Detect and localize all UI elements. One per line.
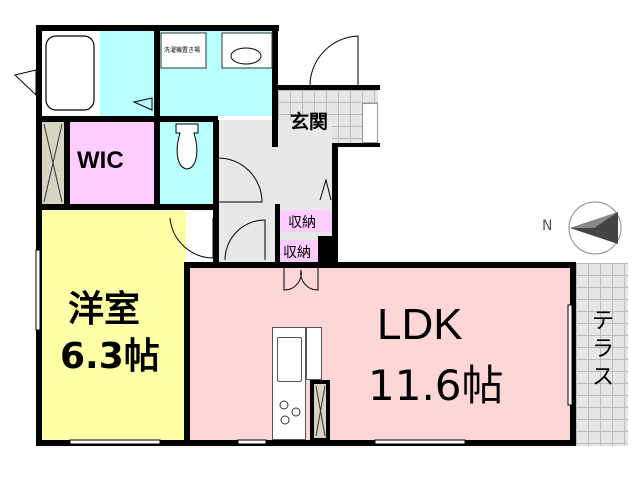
ldk-size: 11.6帖 — [368, 361, 504, 410]
western-room — [42, 210, 186, 442]
storage-2 — [280, 240, 318, 262]
laundry-label: 洗濯機置き場 — [164, 47, 201, 54]
entrance-door-icon — [309, 35, 359, 87]
shoe-box — [362, 103, 378, 143]
terrace — [576, 263, 628, 446]
ldk-room — [190, 268, 572, 442]
storage-1 — [280, 210, 332, 232]
storage-2-label: 収納 — [283, 245, 311, 261]
storage-1-label: 収納 — [288, 215, 316, 231]
western-room-size: 6.3帖 — [60, 336, 160, 377]
compass-north-label: N — [542, 218, 553, 234]
wic-room — [70, 122, 154, 205]
ldk-name: LDK — [377, 300, 463, 349]
western-room-name: 洋室 — [68, 289, 141, 330]
refrigerator — [306, 327, 322, 380]
wic-label: WIC — [77, 147, 124, 174]
terrace-label: テラス — [592, 309, 615, 390]
toilet-icon — [175, 123, 199, 170]
bathroom — [100, 31, 155, 116]
north-compass-icon — [568, 201, 622, 255]
sink — [277, 337, 302, 382]
wash-basin-icon — [230, 47, 262, 65]
bathtub-icon — [45, 35, 95, 111]
genkan-label: 玄関 — [290, 111, 329, 133]
